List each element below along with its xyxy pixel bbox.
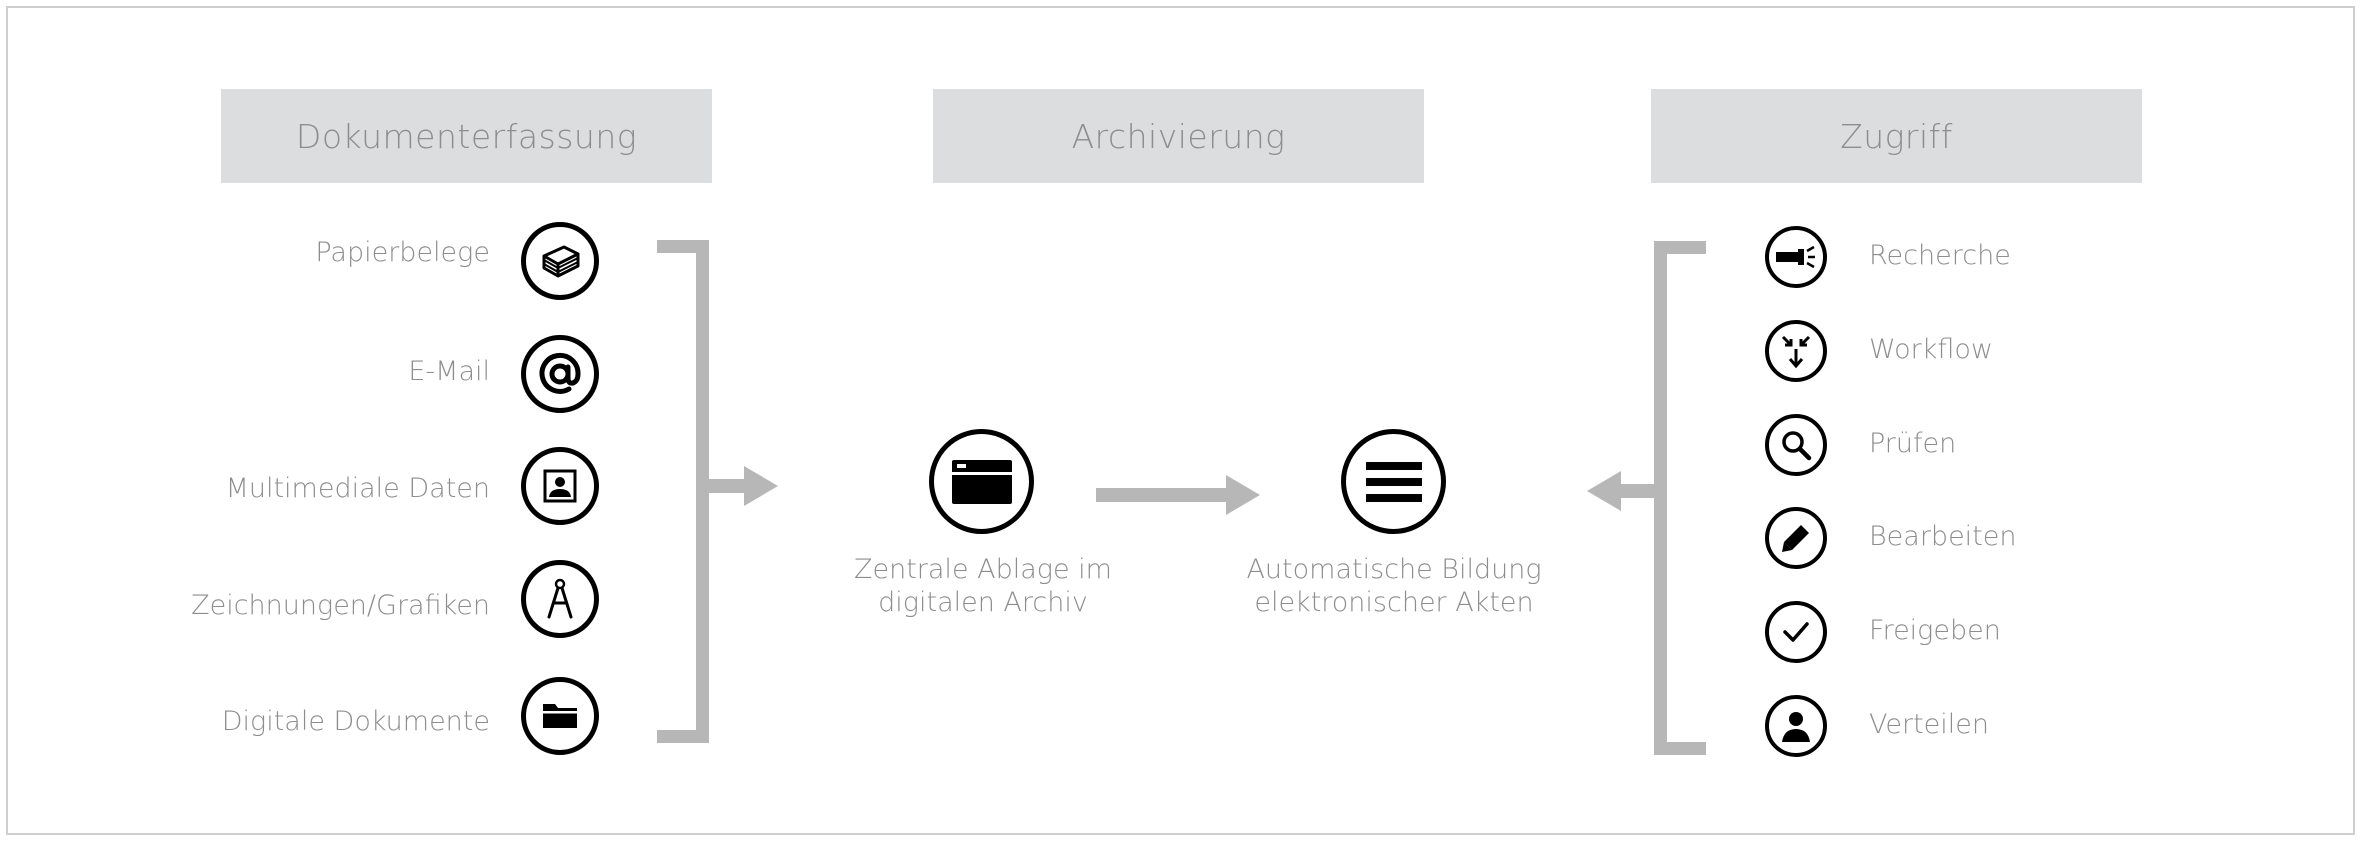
- caption-electronic-files-line1: Automatische Bildung: [1246, 554, 1542, 585]
- access-label-recherche: Recherche: [1869, 240, 2011, 271]
- header-capture-label: Dokumenterfassung: [295, 116, 638, 156]
- capture-label-papierbelege: Papierbelege: [315, 237, 490, 268]
- diagram-frame: [6, 6, 2355, 835]
- header-capture: Dokumenterfassung: [221, 89, 712, 183]
- capture-label-digital: Digitale Dokumente: [221, 706, 490, 737]
- arrow-from-access: [1587, 471, 1621, 511]
- bracket-right-bottom: [1654, 742, 1706, 755]
- header-access-label: Zugriff: [1840, 116, 1953, 156]
- list-icon: [1341, 429, 1446, 534]
- bracket-right-vertical: [1654, 241, 1667, 755]
- arrow-archive-to-files-shaft: [1096, 488, 1232, 502]
- caption-archive-storage-line2: digitalen Archiv: [878, 587, 1088, 618]
- access-label-bearbeiten: Bearbeiten: [1869, 521, 2017, 552]
- header-archive: Archivierung: [933, 89, 1424, 183]
- capture-label-drawings: Zeichnungen/Grafiken: [191, 590, 490, 621]
- caption-archive-storage: Zentrale Ablage im digitalen Archiv: [843, 553, 1123, 619]
- access-label-workflow: Workflow: [1869, 334, 1993, 365]
- picture-icon: [521, 447, 599, 525]
- bracket-left-bottom: [657, 730, 708, 743]
- paper-stack-icon: [521, 222, 599, 300]
- bracket-left-stem: [708, 479, 748, 493]
- window-icon: [929, 429, 1034, 534]
- bracket-left-vertical: [696, 240, 709, 743]
- magnifier-icon: [1765, 414, 1827, 476]
- arrow-archive-to-files-head: [1226, 475, 1260, 515]
- user-icon: [1765, 695, 1827, 757]
- workflow-arrows-icon: [1765, 320, 1827, 382]
- capture-label-email: E-Mail: [408, 356, 490, 387]
- access-label-verteilen: Verteilen: [1869, 709, 1990, 740]
- bracket-left-top: [657, 240, 708, 253]
- bracket-right-stem: [1617, 484, 1657, 498]
- caption-electronic-files: Automatische Bildung elektronischer Akte…: [1244, 553, 1544, 619]
- access-label-pruefen: Prüfen: [1869, 428, 1957, 459]
- folder-icon: [521, 677, 599, 755]
- access-label-freigeben: Freigeben: [1869, 615, 2001, 646]
- pencil-icon: [1765, 507, 1827, 569]
- capture-label-multimedia: Multimediale Daten: [225, 473, 490, 504]
- arrow-to-archive: [744, 466, 778, 506]
- flashlight-icon: [1765, 226, 1827, 288]
- compass-icon: [521, 560, 599, 638]
- header-access: Zugriff: [1651, 89, 2142, 183]
- caption-electronic-files-line2: elektronischer Akten: [1254, 587, 1534, 618]
- at-sign-icon: [521, 335, 599, 413]
- bracket-right-top: [1654, 241, 1706, 254]
- checkmark-icon: [1765, 601, 1827, 663]
- header-archive-label: Archivierung: [1071, 116, 1286, 156]
- caption-archive-storage-line1: Zentrale Ablage im: [853, 554, 1112, 585]
